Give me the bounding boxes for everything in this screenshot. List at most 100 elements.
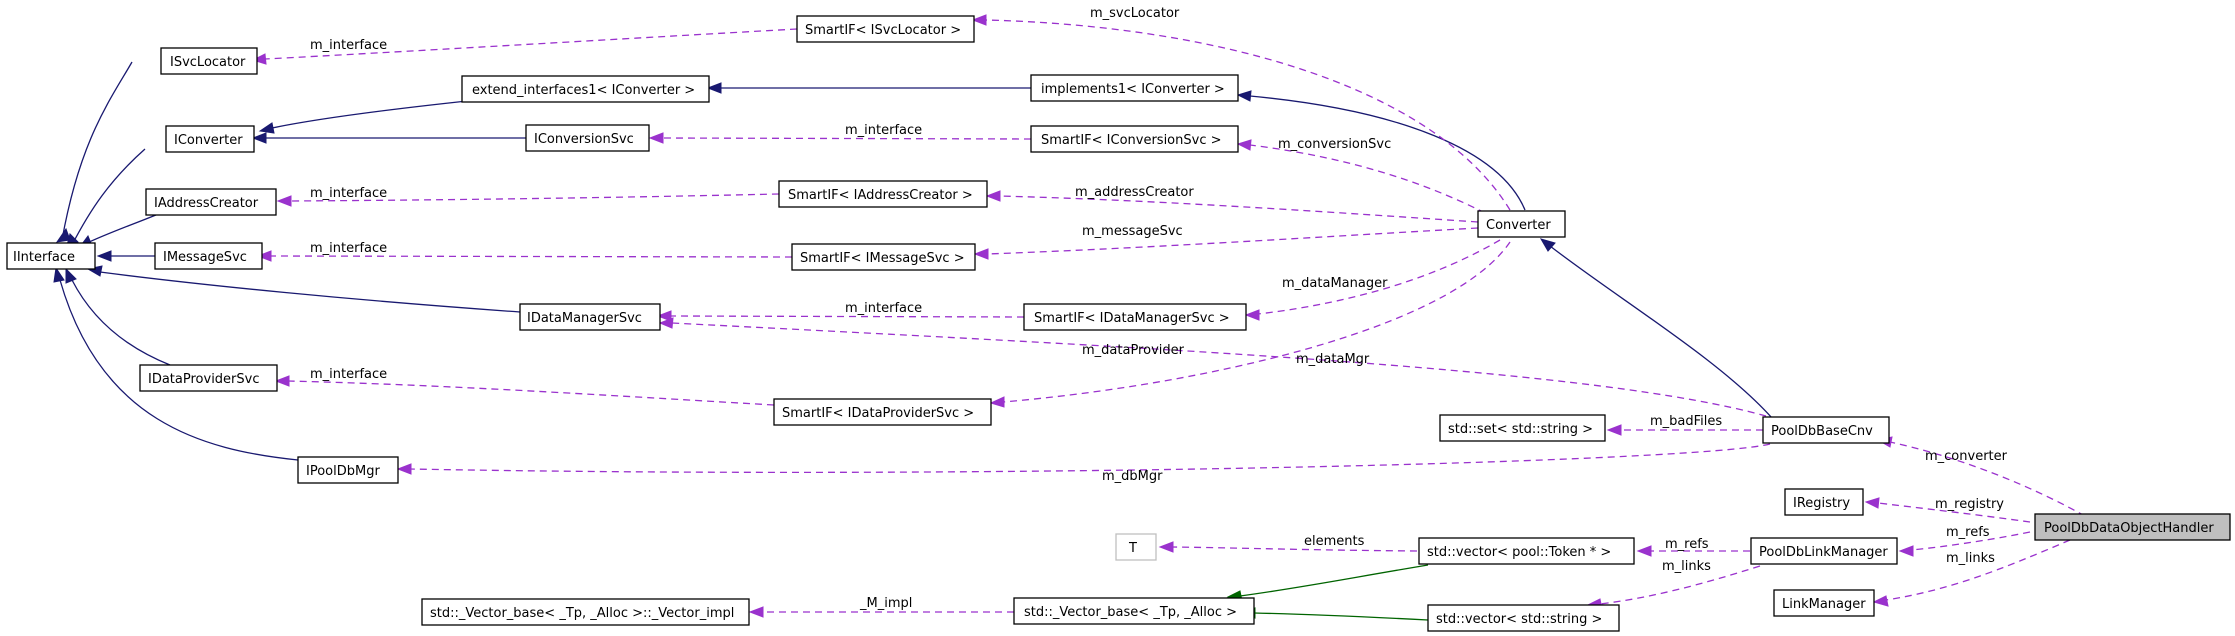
node-vector-base[interactable]: std::_Vector_base< _Tp, _Alloc > <box>1013 597 1255 625</box>
label-m-interface-address: m_interface <box>310 186 387 201</box>
svg-text:SmartIF< IConversionSvc >: SmartIF< IConversionSvc > <box>1041 133 1222 148</box>
use-pooldbbasecnv-idatamanagersvc <box>658 317 1767 417</box>
use-smartif-idataprovidersvc <box>274 375 775 406</box>
node-idatamanagersvc[interactable]: IDataManagerSvc <box>519 303 661 331</box>
use-handler-iregistry <box>1864 497 2031 523</box>
use-vector-token-t <box>1158 541 1418 553</box>
inherit-idatamanagersvc-iinterface <box>86 265 521 313</box>
inherit-idataprovidersvc-iinterface <box>65 267 171 366</box>
node-pooldbbasecnv[interactable]: PoolDbBaseCnv <box>1762 416 1890 444</box>
node-smartif-idatamanagersvc[interactable]: SmartIF< IDataManagerSvc > <box>1023 303 1247 331</box>
use-vector-base-impl <box>748 606 1014 618</box>
label-m-badfiles: m_badFiles <box>1650 414 1722 429</box>
node-vector-string[interactable]: std::vector< std::string > <box>1427 604 1620 632</box>
node-linkmanager[interactable]: LinkManager <box>1773 589 1875 617</box>
svg-text:SmartIF< IDataProviderSvc >: SmartIF< IDataProviderSvc > <box>782 406 974 421</box>
label-m-registry: m_registry <box>1935 497 2004 512</box>
label-m-interface-message: m_interface <box>310 241 387 256</box>
use-smartif-idatamanagersvc <box>656 310 1025 322</box>
svg-text:IPoolDbMgr: IPoolDbMgr <box>306 464 380 479</box>
svg-text:std::vector< pool::Token * >: std::vector< pool::Token * > <box>1427 545 1611 560</box>
svg-text:std::vector< std::string >: std::vector< std::string > <box>1436 612 1602 627</box>
node-iregistry[interactable]: IRegistry <box>1784 488 1864 516</box>
svg-text:std::set< std::string >: std::set< std::string > <box>1448 422 1593 437</box>
inherit-vector-token-vector-base <box>1226 564 1429 602</box>
label-m-interface-datamanager: m_interface <box>845 301 922 316</box>
svg-text:T: T <box>1128 541 1137 556</box>
node-smartif-idataprovidersvc[interactable]: SmartIF< IDataProviderSvc > <box>773 398 992 426</box>
svg-text:ISvcLocator: ISvcLocator <box>170 55 246 70</box>
label-m-conversionsvc: m_conversionSvc <box>1278 137 1391 152</box>
use-converter-smartif-iaddresscreator <box>985 190 1479 223</box>
inherit-extend-iconverter <box>258 98 487 134</box>
label-m-addresscreator: m_addressCreator <box>1075 185 1194 200</box>
node-iaddresscreator[interactable]: IAddressCreator <box>145 188 277 216</box>
svg-text:IConversionSvc: IConversionSvc <box>534 132 634 147</box>
inherit-implements1-extend <box>706 82 1031 94</box>
label-m-datamgr: m_dataMgr <box>1296 352 1370 367</box>
svg-text:SmartIF< IMessageSvc >: SmartIF< IMessageSvc > <box>800 251 965 266</box>
node-idataprovidersvc[interactable]: IDataProviderSvc <box>139 364 278 392</box>
label-m-converter: m_converter <box>1925 449 2008 464</box>
svg-text:LinkManager: LinkManager <box>1782 597 1866 612</box>
svg-text:std::_Vector_base< _Tp, _Alloc: std::_Vector_base< _Tp, _Alloc > <box>1024 605 1237 620</box>
label-m-refs-vector: m_refs <box>1665 537 1709 552</box>
node-smartif-imessagesvc[interactable]: SmartIF< IMessageSvc > <box>791 243 976 271</box>
svg-text:extend_interfaces1< IConverter: extend_interfaces1< IConverter > <box>472 83 695 98</box>
use-smartif-imessagesvc <box>256 250 793 262</box>
node-std-set-string[interactable]: std::set< std::string > <box>1439 414 1606 442</box>
svg-text:PoolDbDataObjectHandler: PoolDbDataObjectHandler <box>2044 521 2214 536</box>
svg-text:Converter: Converter <box>1486 218 1551 233</box>
svg-text:IMessageSvc: IMessageSvc <box>163 250 247 265</box>
svg-text:SmartIF< ISvcLocator >: SmartIF< ISvcLocator > <box>805 23 961 38</box>
node-ipooldbmgr[interactable]: IPoolDbMgr <box>297 456 399 484</box>
inherit-converter-implements1 <box>1236 90 1526 211</box>
inherit-iconverter-iinterface <box>65 148 146 251</box>
svg-text:implements1< IConverter >: implements1< IConverter > <box>1041 82 1225 97</box>
inherit-isvclocator-iinterface <box>55 61 133 243</box>
label-m-datamanager: m_dataManager <box>1282 276 1388 291</box>
node-implements1[interactable]: implements1< IConverter > <box>1030 74 1239 102</box>
node-vector-token[interactable]: std::vector< pool::Token * > <box>1418 537 1635 565</box>
node-converter[interactable]: Converter <box>1477 210 1566 238</box>
node-smartif-iaddresscreator[interactable]: SmartIF< IAddressCreator > <box>778 180 988 208</box>
node-pooldblinkmanager[interactable]: PoolDbLinkManager <box>1750 537 1898 565</box>
svg-text:std::_Vector_base< _Tp, _Alloc: std::_Vector_base< _Tp, _Alloc >::_Vecto… <box>430 606 734 621</box>
node-smartif-iconversionsvc[interactable]: SmartIF< IConversionSvc > <box>1030 125 1239 153</box>
use-converter-smartif-iconversionsvc <box>1236 139 1486 214</box>
node-isvclocator[interactable]: ISvcLocator <box>160 47 258 75</box>
label-m-interface-conversion: m_interface <box>845 123 922 138</box>
node-iinterface[interactable]: IInterface <box>6 242 96 270</box>
node-iconverter[interactable]: IConverter <box>165 125 255 153</box>
use-converter-smartif-idatamanagersvc <box>1244 239 1501 321</box>
node-imessagesvc[interactable]: IMessageSvc <box>154 242 263 270</box>
label-m-svclocator: m_svcLocator <box>1090 6 1180 21</box>
svg-text:IAddressCreator: IAddressCreator <box>154 196 259 211</box>
use-linkmanager-vector-token <box>1636 545 1750 557</box>
inherit-vector-string-vector-base <box>1240 607 1429 621</box>
use-pooldbbasecnv-ipooldbmgr <box>396 443 1771 475</box>
node-smartif-isvclocator[interactable]: SmartIF< ISvcLocator > <box>796 15 975 43</box>
node-iconversionsvc[interactable]: IConversionSvc <box>525 124 650 152</box>
node-extend-interfaces[interactable]: extend_interfaces1< IConverter > <box>461 75 710 103</box>
node-pooldbdataobjecthandler[interactable]: PoolDbDataObjectHandler <box>2034 513 2231 541</box>
node-t[interactable]: T <box>1115 533 1157 561</box>
inherit-pooldbbasecnv-converter <box>1539 238 1773 419</box>
use-smartif-iaddresscreator <box>276 193 780 207</box>
use-converter-smartif-isvclocator <box>971 14 1511 211</box>
label-m-refs-linkmgr: m_refs <box>1946 525 1990 540</box>
label-m-dbmgr: m_dbMgr <box>1102 469 1163 484</box>
use-converter-smartif-imessagesvc <box>973 227 1479 260</box>
label-m-impl: _M_impl <box>859 596 912 611</box>
svg-text:PoolDbBaseCnv: PoolDbBaseCnv <box>1771 424 1873 439</box>
inherit-iaddresscreator-iinterface <box>77 209 169 249</box>
inherit-ipooldbmgr-iinterface <box>53 266 299 461</box>
label-m-messagesvc: m_messageSvc <box>1082 224 1183 239</box>
svg-text:SmartIF< IAddressCreator >: SmartIF< IAddressCreator > <box>788 188 973 203</box>
svg-text:IInterface: IInterface <box>13 250 75 265</box>
label-m-interface-svclocator: m_interface <box>310 38 387 53</box>
label-m-dataprovider: m_dataProvider <box>1082 343 1185 358</box>
node-vector-base-impl[interactable]: std::_Vector_base< _Tp, _Alloc >::_Vecto… <box>421 598 750 626</box>
use-smartif-iconversionsvc <box>648 132 1032 144</box>
